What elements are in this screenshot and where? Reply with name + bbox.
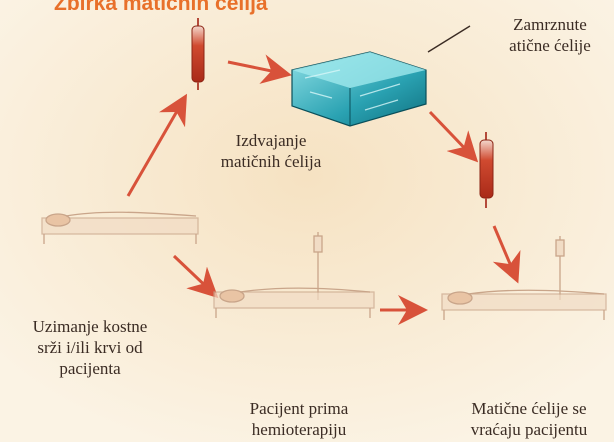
label-frozen-cells-line-1: Zamrznute: [486, 14, 614, 35]
label-chemo-line-1: Pacijent prima: [224, 398, 374, 419]
label-harvest-line-2: srži i/ili krvi od: [0, 337, 180, 358]
label-extraction-line-2: matičnih ćelija: [196, 151, 346, 172]
label-extraction: Izdvajanje matičnih ćelija: [196, 130, 346, 172]
label-extraction-line-1: Izdvajanje: [196, 130, 346, 151]
label-return-line-1: Matične ćelije se: [444, 398, 614, 419]
label-return: Matične ćelije se vraćaju pacijentu: [444, 398, 614, 440]
label-chemo: Pacijent prima hemioterapiju: [224, 398, 374, 440]
label-harvest: Uzimanje kostne srži i/ili krvi od pacij…: [0, 316, 180, 379]
blood-bag-icon: [480, 132, 493, 208]
label-frozen-cells-line-2: atične ćelije: [486, 35, 614, 56]
label-harvest-line-3: pacijenta: [0, 358, 180, 379]
label-chemo-line-2: hemioterapiju: [224, 419, 374, 440]
title-fragment: Zbirka matičnih ćelija: [54, 0, 268, 16]
label-return-line-2: vraćaju pacijentu: [444, 419, 614, 440]
blood-bag-icon: [192, 18, 204, 90]
label-frozen-cells: Zamrznute atične ćelije: [486, 14, 614, 56]
label-harvest-line-1: Uzimanje kostne: [0, 316, 180, 337]
